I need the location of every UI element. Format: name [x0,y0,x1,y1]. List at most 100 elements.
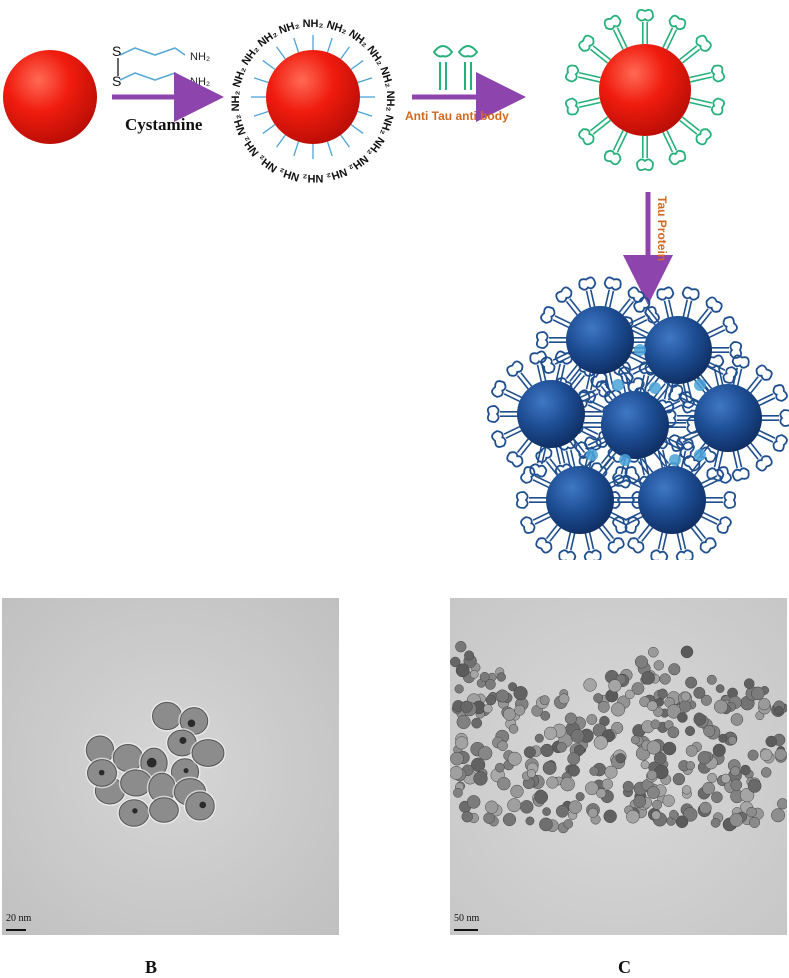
tem-particle [760,767,772,778]
amine-linker [293,141,300,157]
tem-particle [496,672,506,682]
amine-group-label: NH₂ [325,165,349,183]
tem-particle [455,663,470,678]
tem-particle [485,694,497,706]
amine-group-label: NH₂ [277,19,301,37]
bound-nanoparticle [644,316,712,384]
tem-particle [653,660,664,671]
tem-particle [730,713,744,726]
tem-particle [615,753,626,764]
tem-image-b: 20 nm [2,598,339,935]
tem-particle [647,700,658,712]
tem-particle [706,674,717,685]
tem-particle [624,689,635,700]
conjugated-nanoparticle [599,44,691,136]
tem-particle [514,704,526,716]
tem-particle [680,691,691,702]
tem-particle [659,673,671,685]
tem-particle [497,776,511,791]
tem-particle [774,705,784,716]
amine-linker [357,110,373,117]
tem-particle [682,785,692,795]
tem-particle [479,672,490,682]
tem-particle [747,779,762,793]
amine-group-label: NH₂ [230,91,242,112]
tem-particle [746,806,757,818]
tem-particle [749,816,761,828]
tem-particle [685,726,696,736]
tem-particle [626,809,640,824]
tem-particle [707,772,718,783]
bound-nanoparticle [546,466,614,534]
tem-particle [586,714,598,725]
tau-protein-blob [586,449,598,461]
tem-particle [510,784,524,799]
tem-particle [702,782,716,795]
tau-protein-blob [619,454,631,466]
amine-linker [293,37,300,53]
tem-particle [570,729,585,743]
tem-particle [727,736,737,745]
tem-particle [191,739,225,767]
tau-protein-blob [694,449,706,461]
tem-particle [740,764,751,776]
tem-particle [540,743,554,758]
tem-particle [540,710,551,721]
tau-protein-label: Tau Protein [655,196,669,261]
tem-particle [646,769,658,781]
tem-particle [713,699,728,714]
tem-particle [461,811,473,823]
amine-group-label: NH₂ [240,134,262,158]
tem-particle [507,751,522,766]
tem-particle [776,798,787,810]
tem-particle [534,733,544,743]
tem-particle [685,676,698,689]
tem-particle [712,743,726,757]
tem-particle [710,818,721,828]
amine-group-label: NH₂ [231,65,249,89]
tem-particle [455,641,467,653]
tem-particle [729,813,744,827]
amine-group-label: NH₂ [303,172,324,184]
tem-particle [539,695,550,706]
tem-particle [526,769,536,779]
tem-particle [622,780,634,793]
amine-linker [350,60,364,70]
amine-group-label: NH₂ [231,113,249,137]
tem-particle [751,686,765,701]
tem-particle [513,686,528,701]
tem-particle [539,817,553,832]
amine-group-label: NH₂ [256,152,280,174]
tem-particle [556,741,567,753]
tau-protein-blob [694,379,706,391]
tem-particle [680,645,694,659]
tem-particle [542,807,551,816]
amine-group-label: NH₂ [384,91,396,112]
tem-particle [651,810,661,820]
tem-particle [152,701,182,731]
tem-particle [543,726,558,740]
tem-particle [774,748,787,761]
tem-particle [450,751,464,766]
tem-particle [677,712,688,723]
tem-particle [765,735,777,748]
tem-particle [630,735,640,745]
cystamine-nh2-bottom: NH₂ [190,76,210,88]
bound-nanoparticle [601,391,669,459]
tem-particle [567,752,581,766]
tem-particle [149,797,179,823]
tem-particle [611,702,626,717]
amine-group-label: NH₂ [346,152,370,174]
tem-particle [666,704,682,719]
tem-particle [596,788,607,799]
tem-particle [534,790,549,804]
tem-particle [496,689,509,703]
tem-particle [508,682,518,692]
tem-particle [471,717,483,729]
tem-particle [597,701,610,713]
amine-group-label: NH₂ [377,65,395,89]
tau-protein-blob [612,379,624,391]
tem-particle [652,799,663,810]
cystamine-molecule [117,47,186,81]
panel-b-letter: B [145,957,158,977]
